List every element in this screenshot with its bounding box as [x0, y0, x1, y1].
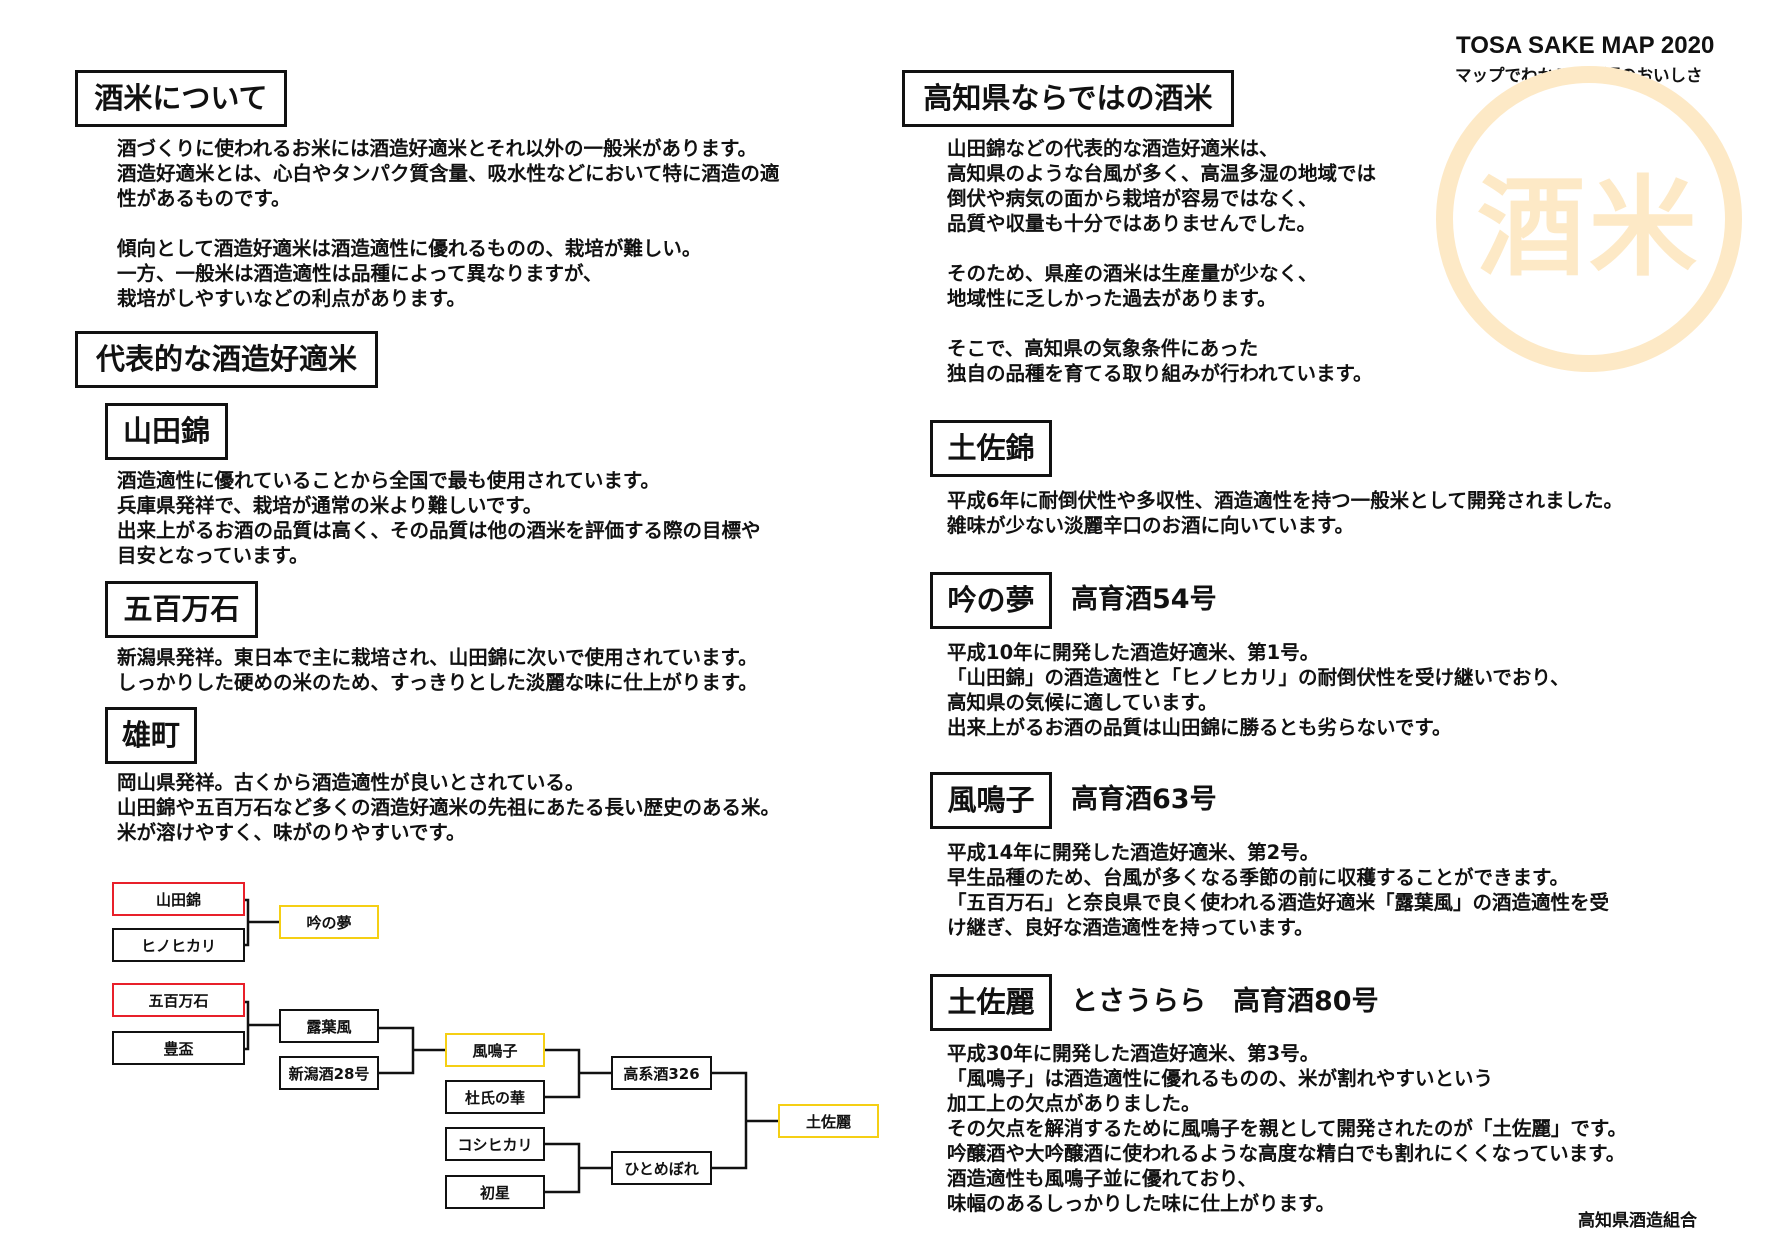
- publisher: 高知県酒造組合: [1578, 1211, 1697, 1231]
- lineage-node-niigata28: 新潟酒28号: [279, 1056, 379, 1090]
- text-line: しっかりした硬めの米のため、すっきりとした淡麗な味に仕上がります。: [117, 671, 758, 694]
- text-line: 米が溶けやすく、味がのりやすいです。: [117, 821, 466, 844]
- text-line: [947, 311, 1376, 336]
- text-line: 傾向として酒造好適米は酒造適性に優れるものの、栽培が難しい。: [117, 237, 702, 260]
- text-line: 地域性に乏しかった過去があります。: [947, 287, 1277, 310]
- ginnoyume-text: 平成10年に開発した酒造好適米、第1号。 「山田錦」の酒造適性と「ヒノヒカリ」の…: [947, 640, 1570, 740]
- lineage-node-yamadanishiki: 山田錦: [112, 882, 245, 916]
- kazenaruko-code: 高育酒63号: [1071, 784, 1217, 815]
- text-line: 性があるものです。: [117, 187, 291, 210]
- lineage-node-hinohikari: ヒノヒカリ: [112, 928, 245, 962]
- text-line: 「五百万石」と奈良県で良く使われる酒造好適米「露葉風」の酒造適性を受: [947, 891, 1610, 914]
- yamadanishiki-text: 酒造適性に優れていることから全国で最も使用されています。 兵庫県発祥で、栽培が通…: [117, 468, 761, 568]
- lineage-node-kazenaruko: 風鳴子: [445, 1033, 545, 1067]
- kochi-heading: 高知県ならではの酒米: [902, 70, 1234, 127]
- lineage-node-hosai: 豊盃: [112, 1031, 245, 1065]
- brand-title: TOSA SAKE MAP 2020: [1456, 32, 1715, 59]
- lineage-node-hitomebore: ひとめぼれ: [611, 1151, 712, 1185]
- text-line: 平成30年に開発した酒造好適米、第3号。: [947, 1042, 1320, 1065]
- text-line: 独自の品種を育てる取り組みが行われています。: [947, 362, 1373, 385]
- text-line: 加工上の欠点がありました。: [947, 1092, 1201, 1115]
- text-line: 酒づくりに使われるお米には酒造好適米とそれ以外の一般米があります。: [117, 137, 757, 160]
- ginnoyume-code: 高育酒54号: [1071, 584, 1217, 615]
- tosarei-text: 平成30年に開発した酒造好適米、第3号。 「風鳴子」は酒造適性に優れるものの、米…: [947, 1041, 1627, 1216]
- text-line: 平成14年に開発した酒造好適米、第2号。: [947, 841, 1320, 864]
- text-line: 酒造適性も風鳴子並に優れており、: [947, 1167, 1258, 1190]
- text-line: 兵庫県発祥で、栽培が通常の米より難しいです。: [117, 494, 543, 517]
- text-line: 「風鳴子」は酒造適性に優れるものの、米が割れやすいという: [947, 1067, 1494, 1090]
- text-line: 出来上がるお酒の品質は山田錦に勝るとも劣らないです。: [947, 716, 1452, 739]
- text-line: 平成10年に開発した酒造好適米、第1号。: [947, 641, 1320, 664]
- text-line: 酒造適性に優れていることから全国で最も使用されています。: [117, 469, 660, 492]
- lineage-node-rohafu: 露葉風: [279, 1009, 379, 1043]
- text-line: 一方、一般米は酒造適性は品種によって異なりますが、: [117, 262, 603, 285]
- lineage-node-kokei326: 高系酒326: [611, 1056, 712, 1090]
- text-line: 目安となっています。: [117, 544, 309, 567]
- lineage-node-ginnoyume: 吟の夢: [279, 905, 379, 939]
- variety-heading-omachi: 雄町: [105, 707, 197, 764]
- kochi-text: 山田錦などの代表的な酒造好適米は、 高知県のような台風が多く、高温多湿の地域では…: [947, 136, 1376, 386]
- text-line: 味幅のあるしっかりした味に仕上がります。: [947, 1192, 1336, 1215]
- text-line: 高知県のような台風が多く、高温多湿の地域では: [947, 162, 1377, 185]
- text-line: 新潟県発祥。東日本で主に栽培され、山田錦に次いで使用されています。: [117, 646, 758, 669]
- text-line: 品質や収量も十分ではありませんでした。: [947, 212, 1316, 235]
- tosanishiki-text: 平成6年に耐倒伏性や多収性、酒造適性を持つ一般米として開発されました。 雑味が少…: [947, 488, 1623, 538]
- variety-heading-ginnoyume: 吟の夢: [930, 572, 1052, 629]
- text-line: 平成6年に耐倒伏性や多収性、酒造適性を持つ一般米として開発されました。: [947, 489, 1623, 512]
- text-line: 栽培がしやすいなどの利点があります。: [117, 287, 466, 310]
- text-line: 早生品種のため、台風が多くなる季節の前に収穫することができます。: [947, 866, 1570, 889]
- about-text: 酒づくりに使われるお米には酒造好適米とそれ以外の一般米があります。 酒造好適米と…: [117, 136, 779, 311]
- variety-heading-tosarei: 土佐麗: [930, 974, 1052, 1031]
- kazenaruko-text: 平成14年に開発した酒造好適米、第2号。 早生品種のため、台風が多くなる季節の前…: [947, 840, 1609, 940]
- variety-heading-tosanishiki: 土佐錦: [930, 420, 1052, 477]
- lineage-node-tojinohana: 杜氏の華: [445, 1080, 545, 1114]
- text-line: 酒造好適米とは、心白やタンパク質含量、吸水性などにおいて特に酒造の適: [117, 162, 780, 185]
- text-line: 出来上がるお酒の品質は高く、その品質は他の酒米を評価する際の目標や: [117, 519, 761, 542]
- text-line: [947, 236, 1376, 261]
- text-line: 岡山県発祥。古くから酒造適性が良いとされている。: [117, 771, 585, 794]
- lineage-node-koshihikari: コシヒカリ: [445, 1127, 545, 1161]
- tosarei-code: とさうらら 高育酒80号: [1071, 986, 1379, 1017]
- text-line: 山田錦などの代表的な酒造好適米は、: [947, 137, 1279, 160]
- lineage-node-gohyakumangoku: 五百万石: [112, 983, 245, 1017]
- gohyakumangoku-text: 新潟県発祥。東日本で主に栽培され、山田錦に次いで使用されています。 しっかりした…: [117, 645, 758, 695]
- text-line: 高知県の気候に適しています。: [947, 691, 1218, 714]
- variety-heading-yamadanishiki: 山田錦: [105, 403, 228, 460]
- text-line: け継ぎ、良好な酒造適性を持っています。: [947, 916, 1314, 939]
- typical-heading: 代表的な酒造好適米: [75, 331, 378, 388]
- lineage-node-hatsuboshi: 初星: [445, 1175, 545, 1209]
- variety-heading-gohyakumangoku: 五百万石: [105, 581, 258, 638]
- variety-heading-kazenaruko: 風鳴子: [930, 772, 1052, 829]
- text-line: そこで、高知県の気象条件にあった: [947, 337, 1259, 360]
- text-line: 「山田錦」の酒造適性と「ヒノヒカリ」の耐倒伏性を受け継いでおり、: [947, 666, 1570, 689]
- text-line: 吟醸酒や大吟醸酒に使われるような高度な精白でも割れにくくなっています。: [947, 1142, 1626, 1165]
- text-line: 倒伏や病気の面から栽培が容易ではなく、: [947, 187, 1318, 210]
- text-line: その欠点を解消するために風鳴子を親として開発されたのが「土佐麗」です。: [947, 1117, 1627, 1140]
- lineage-node-tosarei: 土佐麗: [778, 1104, 879, 1138]
- text-line: そのため、県産の酒米は生産量が少なく、: [947, 262, 1318, 285]
- about-heading: 酒米について: [75, 70, 287, 127]
- omachi-text: 岡山県発祥。古くから酒造適性が良いとされている。 山田錦や五百万石など多くの酒造…: [117, 770, 780, 845]
- text-line: 山田錦や五百万石など多くの酒造好適米の先祖にあたる長い歴史のある米。: [117, 796, 781, 819]
- text-line: 雑味が少ない淡麗辛口のお酒に向いています。: [947, 514, 1354, 537]
